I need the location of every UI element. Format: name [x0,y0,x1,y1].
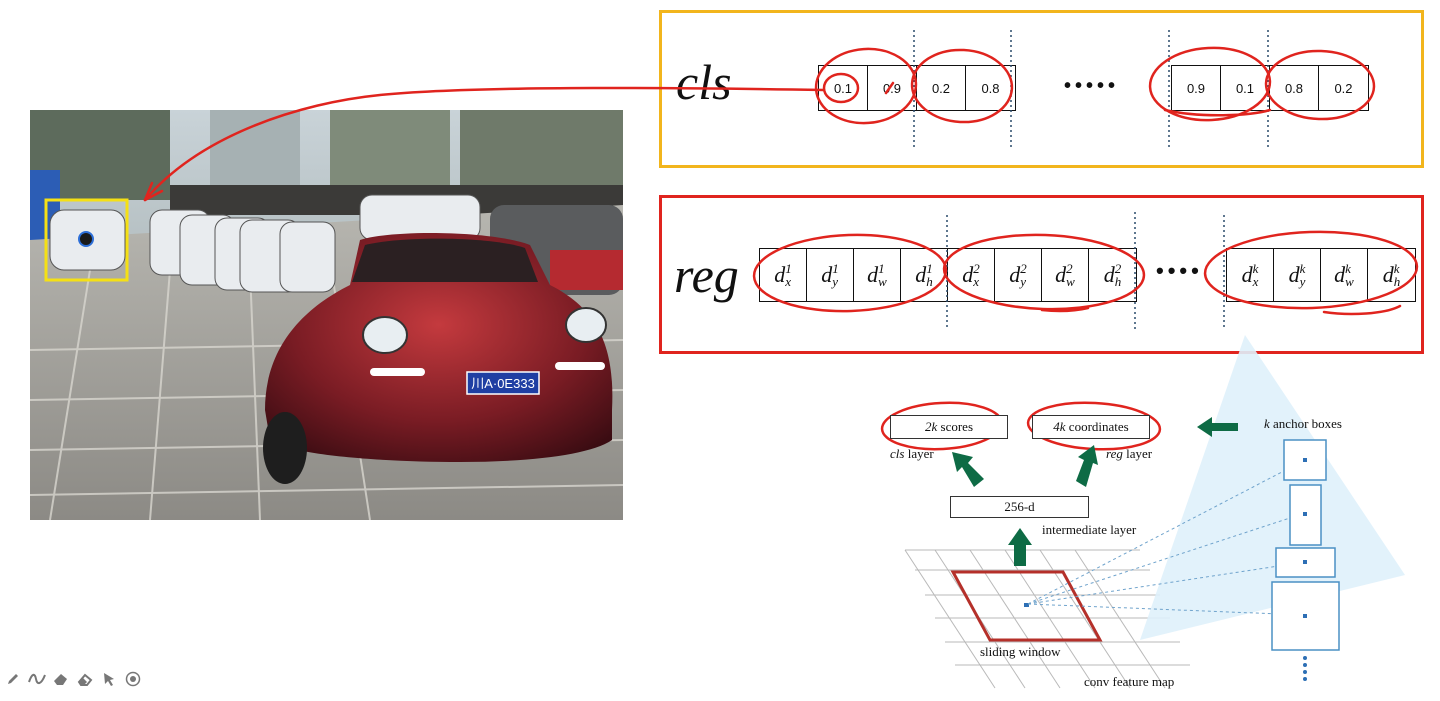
feature-map-label: conv feature map [1084,674,1175,689]
reg-ellipsis: •••• [1156,258,1203,283]
pen-icon[interactable] [4,670,22,688]
detection-box [44,198,129,282]
cls-cell: 0.8 [981,80,1000,96]
anchor-boxes-label: k anchor boxes [1264,416,1342,431]
pointer-icon[interactable] [100,670,118,688]
anchor-box [1275,547,1336,578]
anchor-center-dot [78,231,94,247]
intermediate-layer-label: intermediate layer [1042,522,1137,537]
cls-cell: 0.9 [1172,66,1221,110]
cls-cell: 0.8 [1270,66,1319,110]
cls-cell: 0.1 [1221,66,1270,110]
cls-ellipsis: ••••• [1064,75,1120,97]
coordinates-box: 4k coordinates [1032,415,1150,439]
anchor-box [1283,439,1327,481]
reg-layer-label: reg layer [1106,446,1153,461]
cls-cell: 0.9 [868,66,917,110]
cls-cell: 0.1 [819,66,868,110]
cls-cell: 0.2 [917,66,966,110]
reg-label: reg [674,247,739,303]
anchor-box [1271,581,1340,651]
cls-layer-label: cls layer [890,446,934,461]
cls-label: cls [676,54,732,110]
cls-panel: cls 0.1 0.9 0.2 0.8 ••••• 0.9 0.1 0.8 0.… [659,10,1424,168]
scores-box: 2k scores [890,415,1008,439]
cls-group-1: 0.1 0.9 0.2 0.8 [818,65,1016,111]
license-plate: 川A·0E333 [471,376,535,391]
cls-cell: 0.2 [1334,80,1353,96]
car-photo: 川A·0E333 [30,110,623,520]
intermediate-box: 256-d [950,496,1089,518]
sliding-window-box [950,570,1103,642]
highlighter-icon[interactable] [52,670,70,688]
cls-group-k: 0.9 0.1 0.8 0.2 [1171,65,1369,111]
annotation-toolbar [4,670,142,688]
eraser-icon[interactable] [76,670,94,688]
sliding-window-label: sliding window [980,644,1061,659]
anchor-box [1289,484,1322,546]
target-icon[interactable] [124,670,142,688]
curve-icon[interactable] [28,670,46,688]
